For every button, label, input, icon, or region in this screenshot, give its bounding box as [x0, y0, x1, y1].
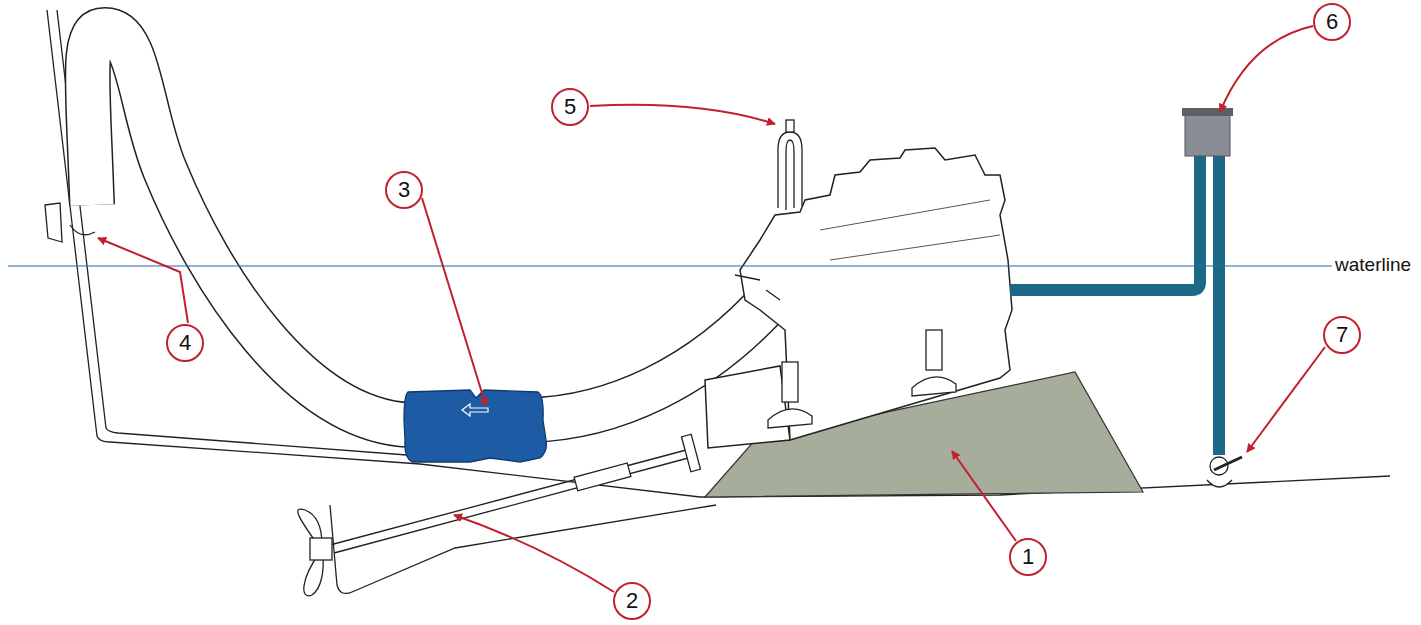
callout-text: 1	[1022, 546, 1034, 568]
callout-number: 5	[551, 88, 589, 126]
transom-outlet	[45, 203, 62, 242]
engine-block	[740, 148, 1012, 440]
hull-inner	[57, 10, 420, 456]
exhaust-elbow	[735, 275, 780, 300]
callout-number: 3	[385, 171, 423, 209]
exhaust-hose	[88, 30, 775, 425]
callout-number: 1	[1009, 538, 1047, 576]
callout-number: 2	[613, 582, 651, 620]
callout-text: 3	[398, 179, 410, 201]
anti-siphon-loop	[778, 120, 802, 210]
callout-number: 6	[1313, 3, 1351, 41]
header-tank	[1182, 108, 1233, 156]
leader-lines	[98, 26, 1325, 592]
transmission	[705, 366, 790, 448]
propeller	[298, 509, 332, 596]
callout-text: 4	[179, 332, 191, 354]
callout-text: 2	[626, 590, 638, 612]
engine-detail	[820, 200, 1000, 260]
outlet-flange	[70, 225, 95, 235]
callout-text: 7	[1336, 324, 1348, 346]
callout-text: 6	[1326, 11, 1338, 33]
shaft-coupling	[574, 463, 631, 491]
shaft-flange	[682, 434, 701, 471]
muffler	[404, 390, 546, 462]
callout-number: 4	[166, 324, 204, 362]
waterline	[8, 265, 1332, 266]
waterline-label: waterline	[1333, 255, 1413, 276]
prop-shaft	[330, 449, 690, 545]
callout-text: 5	[564, 96, 576, 118]
hull-outline	[47, 10, 1390, 497]
coolant-pipes	[1010, 152, 1219, 455]
callout-number: 7	[1323, 316, 1361, 354]
engine-mount	[768, 330, 956, 428]
hull-skeg	[330, 505, 716, 593]
seacock-valve	[1207, 457, 1242, 487]
